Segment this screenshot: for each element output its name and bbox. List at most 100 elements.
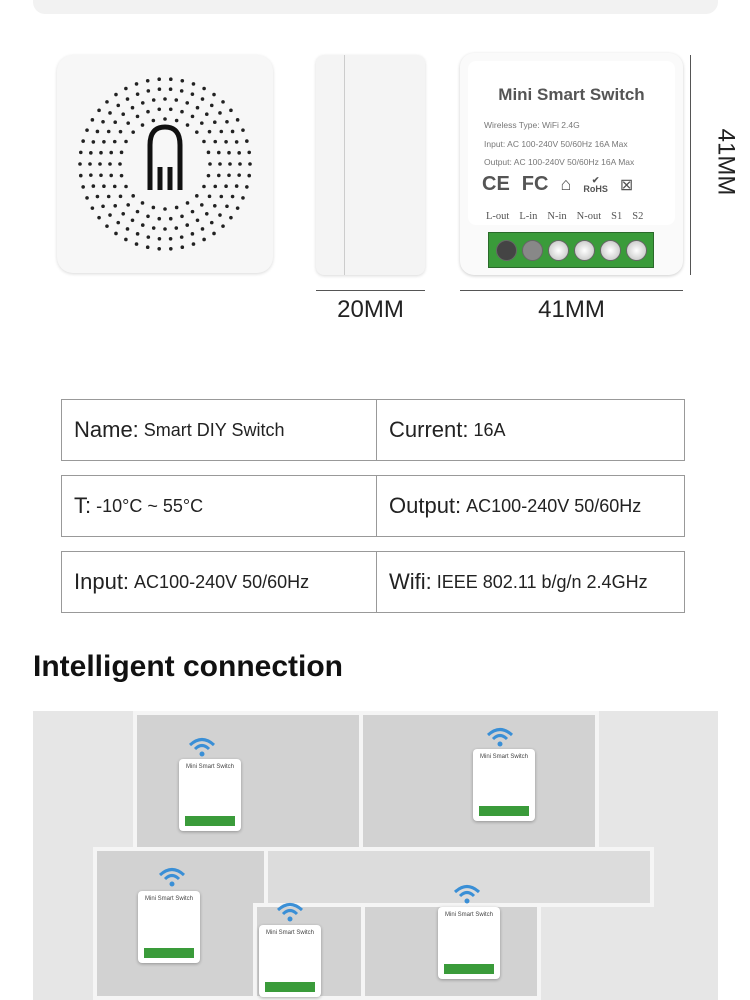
speaker-dot: [109, 150, 114, 155]
speaker-dot: [140, 123, 145, 127]
speaker-dot: [135, 209, 140, 214]
speaker-dot: [146, 214, 150, 219]
speaker-dot: [245, 185, 249, 189]
speaker-dot: [118, 162, 122, 166]
spec-row: Name:Smart DIY Switch Current:16A: [61, 399, 685, 461]
terminal-label: L-in: [519, 211, 538, 222]
speaker-dot: [151, 98, 156, 102]
switch-card-title: Mini Smart Switch: [444, 912, 493, 918]
spec-key: Input:: [74, 569, 130, 594]
width-dimension-label: 41MM: [538, 296, 605, 323]
speaker-dot: [195, 105, 200, 110]
terminal-label: L-out: [486, 211, 510, 222]
speaker-dot: [229, 108, 233, 113]
speaker-dot: [102, 139, 106, 144]
speaker-dot: [200, 227, 205, 231]
label-line: Output: AC 100-240V 50/60Hz 16A Max: [484, 157, 635, 167]
speaker-dot: [168, 87, 173, 92]
speaker-dot: [207, 129, 212, 134]
switch-card-title: Mini Smart Switch: [479, 754, 528, 760]
weee-bin-icon: ⊠: [619, 176, 634, 194]
width-dimension-line: [460, 290, 683, 291]
speaker-dot: [78, 173, 83, 178]
speaker-dot: [179, 235, 184, 239]
speaker-dot: [234, 184, 239, 188]
speaker-dot: [212, 203, 217, 208]
speaker-dot: [212, 120, 217, 125]
speaker-dot: [85, 196, 89, 200]
speaker-dot: [145, 78, 150, 83]
speaker-dot: [124, 237, 128, 242]
label-line: Input: AC 100-240V 50/60Hz 16A Max: [484, 139, 628, 149]
speaker-dot: [235, 118, 240, 122]
top-banner-edge: [33, 0, 718, 14]
switch-label-view: Mini Smart Switch Wireless Type: WiFi 2.…: [460, 53, 683, 275]
speaker-dot: [206, 173, 211, 178]
speaker-dot: [200, 121, 204, 125]
speaker-dot: [174, 98, 179, 102]
speaker-dot: [218, 213, 222, 217]
speaker-dot: [126, 121, 130, 125]
speaker-dot: [209, 220, 214, 225]
speaker-dot: [213, 184, 218, 189]
speaker-dot: [151, 205, 156, 210]
speaker-dot: [212, 231, 216, 236]
speaker-dot: [163, 227, 167, 231]
wifi-icon: [188, 738, 216, 757]
speaker-dot: [91, 184, 96, 188]
speaker-dot: [116, 103, 121, 108]
speaker-dot: [134, 82, 139, 86]
speaker-dot: [145, 245, 150, 250]
speaker-dot: [108, 213, 112, 217]
height-dimension-line: [690, 55, 691, 275]
speaker-dot: [99, 150, 103, 155]
switch-side-view: [316, 55, 425, 275]
speaker-dot: [241, 128, 245, 132]
spec-row: Input:AC100-240V 50/60Hz Wifi:IEEE 802.1…: [61, 551, 685, 613]
speaker-dot: [202, 184, 206, 189]
speaker-dot: [108, 111, 112, 115]
speaker-dot: [157, 236, 162, 241]
speaker-dot: [125, 97, 130, 101]
speaker-dot: [113, 120, 118, 125]
speaker-dot: [191, 242, 196, 246]
speaker-dot: [247, 173, 252, 178]
spec-key: Name:: [74, 417, 139, 442]
wifi-icon: [486, 728, 514, 747]
label-line: Wireless Type: WiFi 2.4G: [484, 120, 580, 130]
switch-card-title: Mini Smart Switch: [185, 764, 234, 770]
speaker-dot: [112, 184, 117, 189]
speaker-dot: [180, 214, 184, 219]
switch-card: Mini Smart Switch: [438, 907, 500, 979]
speaker-dot: [135, 114, 140, 119]
speaker-dot: [221, 100, 225, 104]
speaker-dot: [174, 226, 179, 230]
wifi-icon: [453, 885, 481, 904]
terminal-label: N-in: [547, 211, 567, 222]
speaker-dot: [190, 209, 195, 214]
speaker-dot: [140, 223, 145, 227]
speaker-dot: [101, 204, 105, 209]
speaker-dot: [213, 139, 218, 144]
speaker-dot: [114, 92, 118, 97]
speaker-dot: [118, 129, 123, 134]
speaker-dot: [130, 218, 135, 223]
speaker-dot: [219, 129, 224, 134]
speaker-dot: [163, 117, 167, 121]
speaker-dot: [130, 105, 135, 110]
speaker-dot: [97, 108, 101, 113]
speaker-dot: [227, 173, 231, 178]
speaker-dot: [163, 97, 167, 101]
speaker-dot: [185, 201, 190, 205]
speaker-dot: [131, 130, 135, 134]
speaker-dot: [248, 162, 252, 166]
speaker-dot: [234, 140, 239, 144]
speaker-dot: [135, 92, 140, 96]
speaker-dot: [124, 139, 128, 144]
speaker-dot: [146, 89, 151, 93]
speaker-dot: [229, 215, 233, 220]
speaker-dot: [163, 207, 167, 211]
speaker-dot: [202, 86, 206, 91]
speaker-dot: [180, 78, 185, 83]
speaker-dot: [157, 216, 162, 221]
